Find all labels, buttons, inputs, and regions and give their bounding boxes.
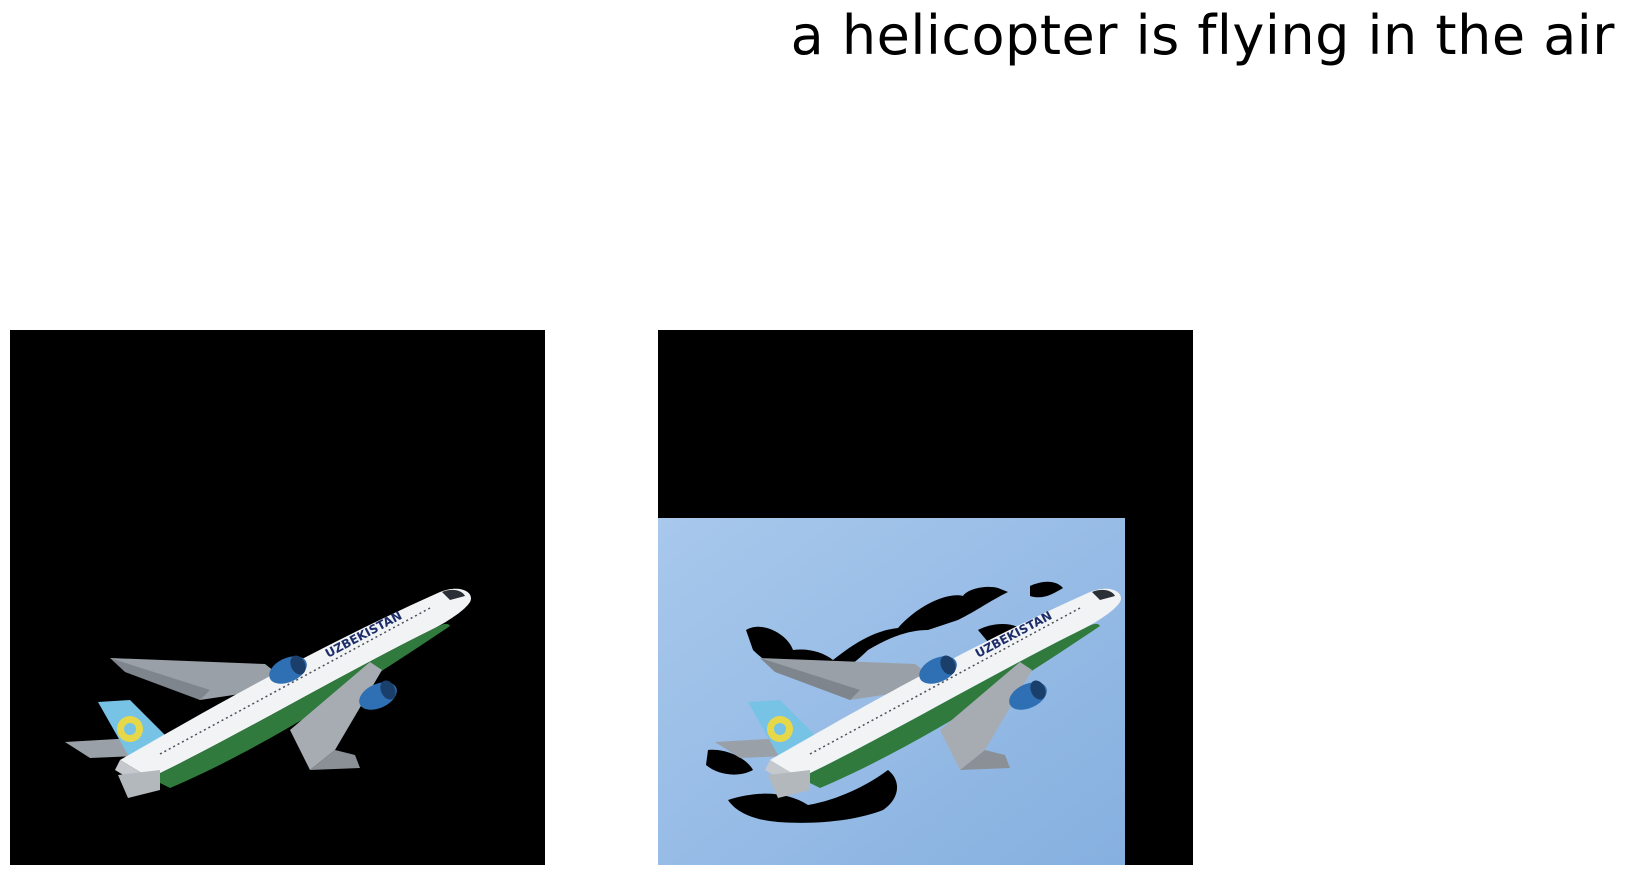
airplane-sky-image: UZBEKISTAN: [658, 518, 1125, 865]
airplane-cutout-image: UZBEKISTAN: [64, 587, 472, 799]
caption-text: a helicopter is flying in the air: [790, 4, 1615, 67]
right-image-panel: UZBEKISTAN: [658, 330, 1193, 865]
left-image-panel: UZBEKISTAN: [10, 330, 545, 865]
